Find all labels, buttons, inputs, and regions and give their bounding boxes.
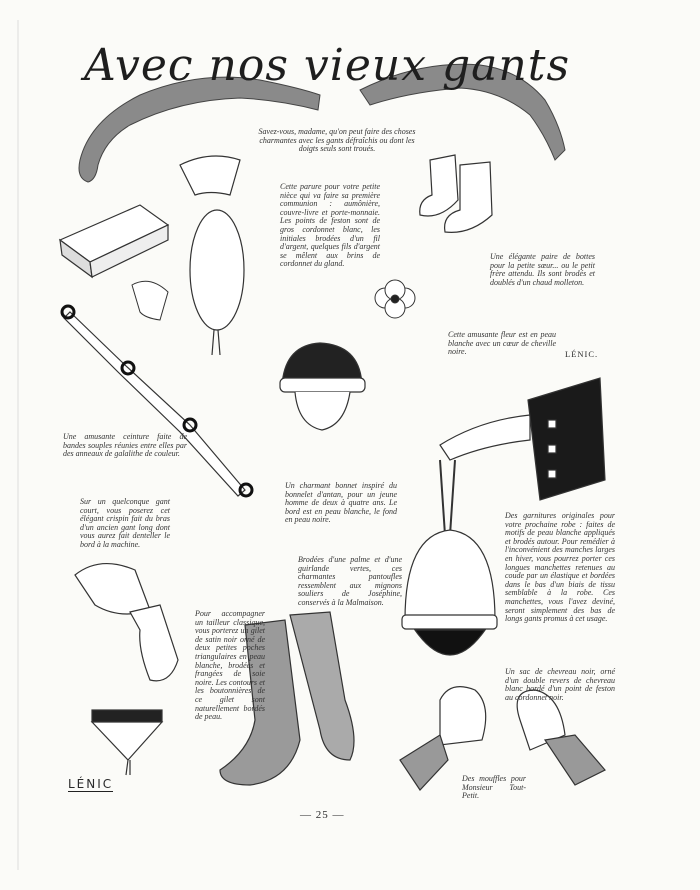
- caption-boots: Une élégante paire de bottes pour la pet…: [490, 252, 595, 287]
- intro-text: Savez-vous, madame, qu'on peut faire des…: [258, 127, 416, 154]
- belt-illustration: [60, 304, 254, 498]
- bag-illustration: [401, 459, 498, 656]
- caption-belt: Une amusante ceinture faite de bandes so…: [63, 432, 187, 459]
- book-illustration: [58, 204, 170, 279]
- flower-illustration: [374, 279, 416, 319]
- bonnet-head-illustration: [279, 342, 366, 431]
- purse-illustration: [131, 280, 169, 321]
- caption-flower: Cette amusante fleur est en peau blanche…: [448, 330, 556, 357]
- caption-garnitures: Des garnitures originales pour votre pro…: [505, 511, 615, 624]
- arm-with-cuff-illustration: [439, 377, 606, 501]
- page-title: Avec nos vieux gants: [84, 40, 571, 91]
- page-number: — 25 —: [300, 809, 345, 821]
- long-gloves-illustration: [78, 63, 566, 183]
- boots-illustration: [419, 154, 493, 233]
- signature-bottom: LÉNIC: [68, 777, 114, 792]
- caption-bonnet: Un charmant bonnet inspiré du bonnelet d…: [285, 481, 397, 525]
- slippers-illustration: [219, 611, 355, 786]
- alms-bag-illustration: [179, 155, 245, 356]
- signature-top: LÉNIC.: [565, 349, 599, 359]
- caption-bag: Un sac de chevreau noir, orné d'un doubl…: [505, 667, 615, 702]
- glove-cuff-illustration: [74, 562, 179, 682]
- caption-glove: Sur un quelconque gant court, vous poser…: [80, 497, 170, 549]
- caption-gilet: Pour accompagner un tailleur classique, …: [195, 609, 265, 722]
- caption-communion: Cette parure pour votre petite nièce qui…: [280, 182, 380, 269]
- caption-mittens: Des mouffles pour Monsieur Tout-Petit.: [462, 774, 526, 801]
- caption-slippers: Brodées d'une palme et d'une guirlande v…: [298, 555, 402, 607]
- gilet-pocket-illustration: [90, 709, 164, 776]
- mittens-illustration: [399, 686, 606, 791]
